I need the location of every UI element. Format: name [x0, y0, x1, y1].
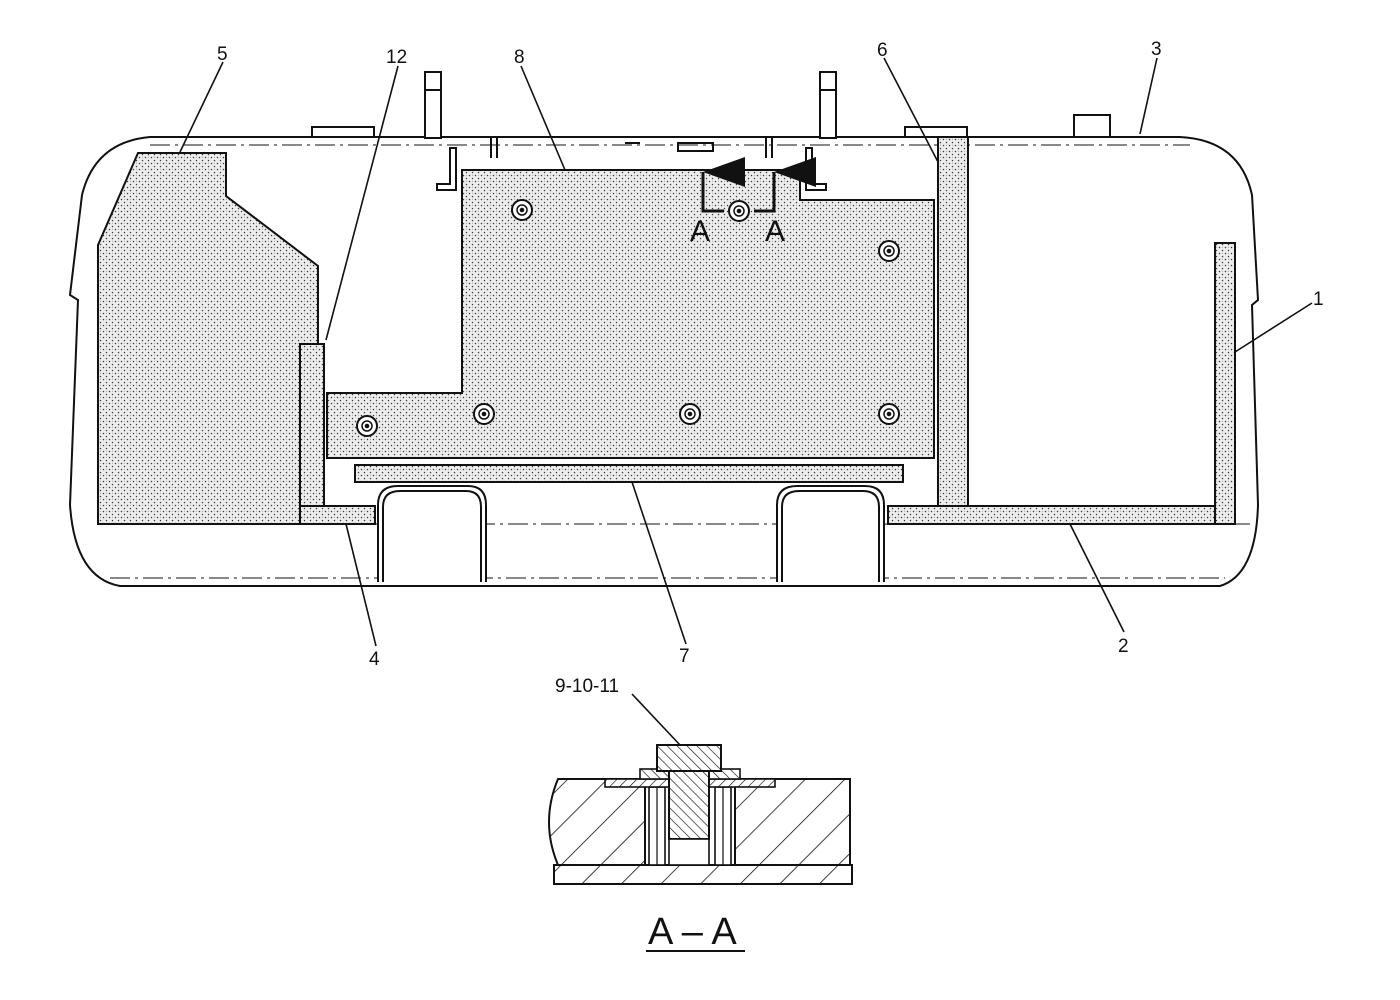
callout-7: 7: [679, 646, 690, 667]
section-bolt-head: [656, 744, 722, 772]
section-base-layer: [553, 864, 853, 885]
foam-strip-12: [299, 343, 325, 507]
callout-4: 4: [369, 649, 380, 670]
fastener: [356, 415, 378, 437]
tank-body: [68, 71, 1260, 587]
foam-strip-4: [299, 505, 376, 525]
callout-1: 1: [1313, 289, 1324, 310]
foam-strip-6: [937, 136, 969, 507]
fastener: [679, 403, 701, 425]
foam-pad-8: [326, 169, 935, 459]
leader-lines: [179, 57, 1313, 746]
callout-2: 2: [1118, 636, 1129, 657]
fastener: [511, 199, 533, 221]
section-cut-marker: [701, 157, 816, 213]
section-view: [548, 744, 853, 885]
callout-9-10-11: 9-10-11: [555, 676, 619, 697]
fastener: [473, 403, 495, 425]
foam-strip-7: [354, 464, 904, 483]
section-title: A – A: [648, 911, 737, 953]
fastener: [878, 403, 900, 425]
fastener: [728, 200, 750, 222]
fastener: [878, 240, 900, 262]
callout-3: 3: [1151, 39, 1162, 60]
callout-5: 5: [217, 44, 228, 65]
foam-strip-1: [1214, 242, 1236, 525]
section-mark-right: A: [765, 215, 785, 248]
foam-strip-2: [887, 505, 1236, 525]
callout-6: 6: [877, 40, 888, 61]
strap-brackets: [377, 485, 885, 582]
section-mark-left: A: [690, 215, 710, 248]
section-bolt: [668, 768, 710, 840]
fasteners: [356, 199, 900, 437]
callout-8: 8: [514, 47, 525, 68]
callout-12: 12: [386, 47, 407, 68]
foam-pad-5: [97, 152, 319, 525]
